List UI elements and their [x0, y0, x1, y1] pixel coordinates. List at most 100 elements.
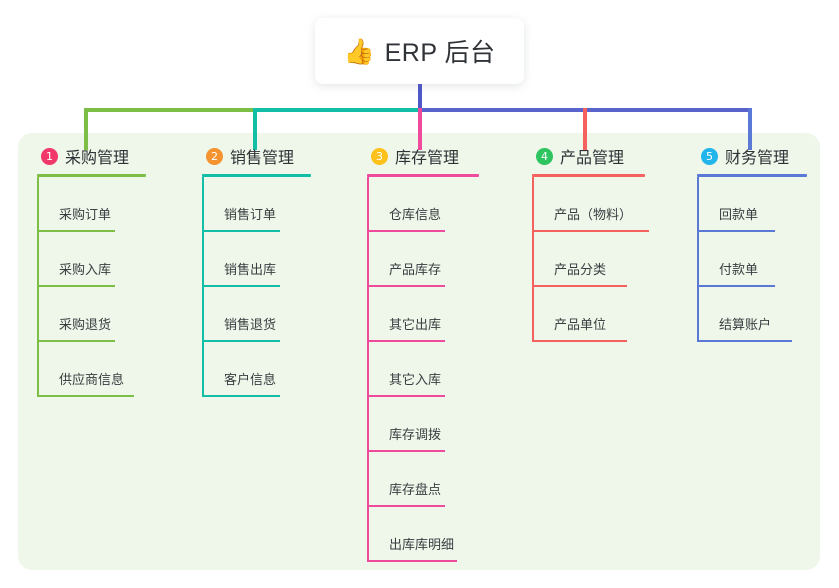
root-node-label: ERP 后台	[384, 39, 496, 67]
column-header-rule	[697, 174, 807, 177]
column-number-badge: 4	[536, 147, 553, 165]
column-spine	[532, 177, 534, 342]
list-item-rule	[532, 340, 627, 342]
list-item-rule	[532, 230, 649, 232]
column-spine	[202, 177, 204, 397]
list-item[interactable]: 产品分类	[532, 232, 646, 287]
column-item-list: 仓库信息产品库存其它出库其它入库库存调拨库存盘点出库库明细	[367, 177, 479, 562]
list-item[interactable]: 其它出库	[367, 287, 479, 342]
list-item[interactable]: 客户信息	[202, 342, 315, 397]
list-item-label: 出库库明细	[389, 537, 455, 552]
column-3: 3 库存管理仓库信息产品库存其它出库其它入库库存调拨库存盘点出库库明细	[367, 145, 479, 562]
column-title: 产品管理	[560, 150, 625, 167]
column-title: 采购管理	[65, 150, 130, 167]
column-header-2[interactable]: 2 销售管理	[202, 145, 315, 167]
list-item[interactable]: 销售出库	[202, 232, 315, 287]
column-header-rule	[37, 174, 146, 177]
column-number-badge: 2	[206, 147, 223, 165]
column-item-list: 销售订单销售出库销售退货客户信息	[202, 177, 315, 397]
list-item-label: 采购退货	[59, 317, 112, 332]
list-item[interactable]: 付款单	[697, 232, 797, 287]
list-item-label: 销售出库	[224, 262, 277, 277]
list-item-label: 采购订单	[59, 207, 112, 222]
column-title: 库存管理	[395, 150, 460, 167]
column-header-1[interactable]: 1 采购管理	[37, 145, 153, 167]
list-item-rule	[202, 230, 280, 232]
column-item-list: 产品（物料） 产品分类产品单位	[532, 177, 649, 342]
root-node-card[interactable]: 👍 ERP 后台	[315, 18, 524, 84]
list-item-label: 客户信息	[224, 372, 277, 387]
list-item-label: 采购入库	[59, 262, 112, 277]
list-item-rule	[697, 285, 775, 287]
column-number-badge: 3	[371, 147, 388, 165]
list-item[interactable]: 产品（物料）	[532, 177, 649, 232]
list-item-label: 供应商信息	[59, 372, 125, 387]
list-item[interactable]: 回款单	[697, 177, 797, 232]
list-item-label: 产品单位	[554, 317, 607, 332]
column-2: 2 销售管理销售订单销售出库销售退货客户信息	[202, 145, 315, 397]
list-item[interactable]: 其它入库	[367, 342, 479, 397]
list-item-rule	[202, 340, 280, 342]
list-item[interactable]: 销售订单	[202, 177, 315, 232]
list-item-label: 其它出库	[389, 317, 442, 332]
list-item[interactable]: 采购订单	[37, 177, 153, 232]
list-item-label: 其它入库	[389, 372, 442, 387]
list-item-rule	[367, 505, 445, 507]
list-item-rule	[37, 285, 115, 287]
list-item-label: 结算账户	[719, 317, 772, 332]
list-item-rule	[202, 395, 280, 397]
list-item-label: 库存盘点	[389, 482, 442, 497]
list-item-label: 产品分类	[554, 262, 607, 277]
column-header-rule	[532, 174, 645, 177]
list-item-rule	[37, 230, 115, 232]
list-item-label: 仓库信息	[389, 207, 442, 222]
column-number-badge: 1	[41, 147, 58, 165]
list-item-rule	[37, 395, 134, 397]
list-item[interactable]: 库存调拨	[367, 397, 479, 452]
list-item[interactable]: 供应商信息	[37, 342, 153, 397]
list-item-rule	[367, 395, 445, 397]
column-header-rule	[202, 174, 311, 177]
column-spine	[367, 177, 369, 562]
list-item-rule	[367, 450, 445, 452]
list-item-rule	[697, 340, 792, 342]
list-item-rule	[367, 340, 445, 342]
list-item-rule	[202, 285, 280, 287]
list-item-label: 回款单	[719, 207, 759, 222]
list-item[interactable]: 采购退货	[37, 287, 153, 342]
list-item-label: 产品（物料）	[554, 207, 633, 222]
list-item-rule	[367, 285, 445, 287]
column-item-list: 回款单付款单结算账户	[697, 177, 797, 342]
list-item-label: 销售订单	[224, 207, 277, 222]
list-item[interactable]: 结算账户	[697, 287, 797, 342]
list-item-label: 库存调拨	[389, 427, 442, 442]
column-header-4[interactable]: 4 产品管理	[532, 145, 646, 167]
list-item-rule	[532, 285, 627, 287]
list-item[interactable]: 出库库明细	[367, 507, 479, 562]
list-item[interactable]: 采购入库	[37, 232, 153, 287]
column-title: 销售管理	[230, 150, 295, 167]
column-4: 4 产品管理产品（物料） 产品分类产品单位	[532, 145, 649, 342]
list-item-rule	[367, 230, 445, 232]
list-item[interactable]: 产品单位	[532, 287, 646, 342]
diagram-background-panel	[18, 133, 820, 570]
list-item[interactable]: 库存盘点	[367, 452, 479, 507]
list-item[interactable]: 产品库存	[367, 232, 479, 287]
list-item-rule	[37, 340, 115, 342]
list-item[interactable]: 仓库信息	[367, 177, 479, 232]
column-spine	[37, 177, 39, 397]
column-header-5[interactable]: 5 财务管理	[697, 145, 797, 167]
list-item-rule	[697, 230, 775, 232]
column-title: 财务管理	[725, 150, 790, 167]
list-item[interactable]: 销售退货	[202, 287, 315, 342]
thumbs-up-icon: 👍	[343, 37, 375, 66]
column-header-3[interactable]: 3 库存管理	[367, 145, 479, 167]
column-spine	[697, 177, 699, 342]
root-node-content: 👍 ERP 后台	[343, 33, 495, 69]
list-item-label: 产品库存	[389, 262, 442, 277]
column-1: 1 采购管理采购订单采购入库采购退货供应商信息	[37, 145, 153, 397]
column-5: 5 财务管理回款单付款单结算账户	[697, 145, 807, 342]
column-item-list: 采购订单采购入库采购退货供应商信息	[37, 177, 153, 397]
column-number-badge: 5	[701, 147, 718, 165]
